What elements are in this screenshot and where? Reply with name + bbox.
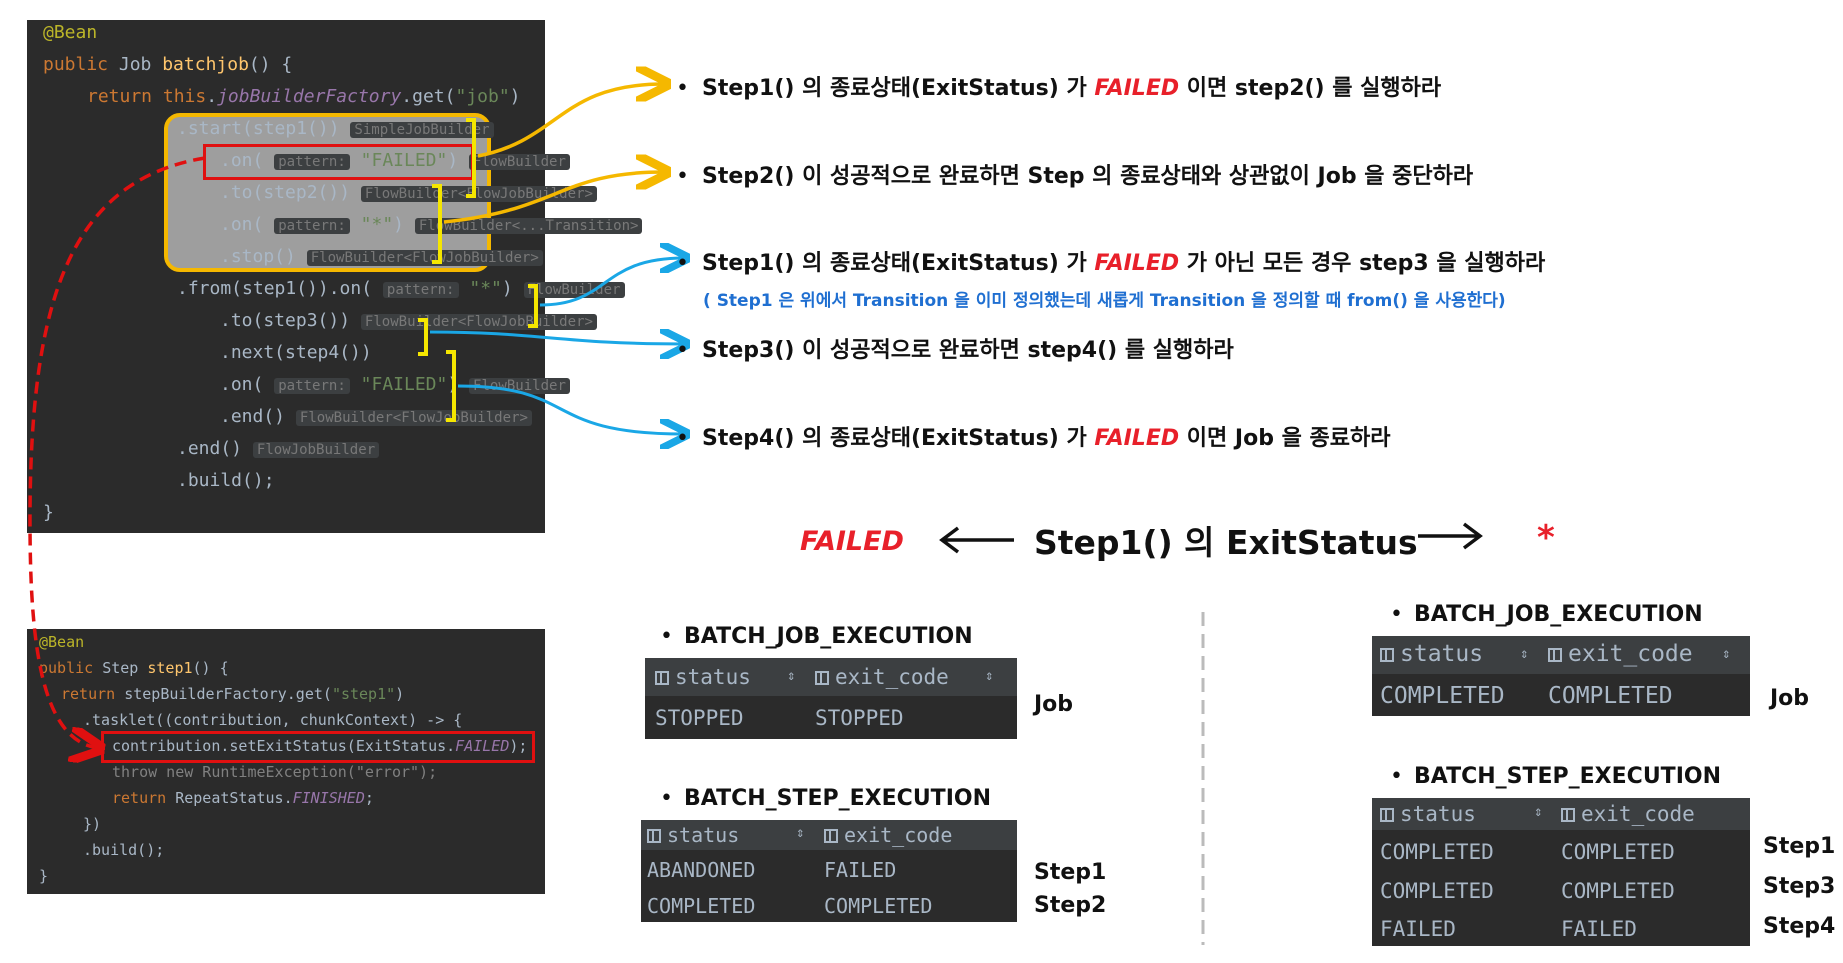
bullet-step2-stop: •Step2() 이 성공적으로 완료하면 Step 의 종료상태와 상관없이 …: [676, 164, 1474, 189]
sort-icon[interactable]: ⇕: [1534, 804, 1543, 820]
bullet-step1-failed: •Step1() 의 종료상태(ExitStatus) 가 FAILED 이면 …: [676, 76, 1442, 101]
table-row[interactable]: COMPLETED COMPLETED: [1380, 840, 1675, 864]
sort-icon[interactable]: ⇕: [1520, 646, 1529, 662]
table-row[interactable]: ABANDONED FAILED: [647, 858, 897, 882]
right-job-row-label: Job: [1770, 686, 1810, 711]
code-line: public Job batchjob() {: [43, 54, 293, 75]
table-row[interactable]: COMPLETED COMPLETED: [647, 894, 933, 918]
code-line: }: [43, 502, 54, 523]
failed-pattern-box: [203, 144, 474, 180]
right-job-execution-table: status ⇕ exit_code ⇕ COMPLETED COMPLETED: [1372, 636, 1750, 716]
sort-icon[interactable]: ⇕: [985, 668, 994, 684]
code-line: .on( pattern: "*") FlowBuilder<...Transi…: [220, 214, 643, 235]
code-line: .to(step2()) FlowBuilder<FlowJobBuilder>: [220, 182, 597, 203]
code-line: .from(step1()).on( pattern: "*") FlowBui…: [177, 278, 625, 299]
right-step-row-label-3: Step4: [1763, 914, 1836, 939]
transition-note: ( Step1 은 위에서 Transition 을 이미 정의했는데 새롭게 …: [703, 291, 1506, 311]
table-column-icon: [647, 829, 661, 843]
center-exit-status-label: Step1() 의 ExitStatus: [1034, 523, 1418, 562]
table-column-icon: [1548, 648, 1562, 662]
right-step-table-title: •BATCH_STEP_EXECUTION: [1390, 764, 1721, 789]
code-line: return this.jobBuilderFactory.get("job"): [87, 86, 521, 107]
sort-icon[interactable]: ⇕: [1722, 646, 1731, 662]
table-column-icon: [655, 671, 669, 685]
table-column-icon: [1561, 808, 1575, 822]
table-row[interactable]: STOPPED STOPPED: [655, 706, 904, 730]
left-job-table-title: •BATCH_JOB_EXECUTION: [660, 624, 973, 649]
center-star-label: *: [1537, 518, 1555, 558]
code-line: .next(step4()): [220, 342, 372, 363]
table-column-icon: [1380, 648, 1394, 662]
table-column-icon: [1380, 808, 1394, 822]
code-line: .end() FlowBuilder<FlowJobBuilder>: [220, 406, 532, 427]
right-step-row-label-1: Step1: [1763, 834, 1836, 859]
code-line: @Bean: [43, 22, 98, 43]
left-step-table-title: •BATCH_STEP_EXECUTION: [660, 786, 991, 811]
code-line: .end() FlowJobBuilder: [177, 438, 380, 459]
right-arrow: [1418, 522, 1483, 550]
left-step-row-label-2: Step2: [1034, 893, 1107, 918]
code-line: .build();: [177, 470, 275, 491]
left-job-row-label: Job: [1034, 692, 1074, 717]
table-column-icon: [815, 671, 829, 685]
step-code-editor: @Bean public Step step1() { return stepB…: [27, 629, 545, 894]
table-row[interactable]: FAILED FAILED: [1380, 917, 1637, 941]
bullet-step1-other: •Step1() 의 종료상태(ExitStatus) 가 FAILED 가 아…: [676, 251, 1546, 276]
right-job-table-title: •BATCH_JOB_EXECUTION: [1390, 602, 1703, 627]
bullet-step3-next: •Step3() 이 성공적으로 완료하면 step4() 를 실행하라: [676, 338, 1234, 363]
code-line: .to(step3()) FlowBuilder<FlowJobBuilder>: [220, 310, 597, 331]
sort-icon[interactable]: ⇕: [796, 825, 805, 841]
table-row[interactable]: COMPLETED COMPLETED: [1380, 683, 1673, 709]
sort-icon[interactable]: ⇕: [787, 668, 796, 684]
left-arrow: [939, 526, 1014, 554]
code-line: .stop() FlowBuilder<FlowJobBuilder>: [220, 246, 543, 267]
right-step-execution-table: status ⇕ exit_code COMPLETED COMPLETED C…: [1372, 798, 1750, 946]
table-row[interactable]: COMPLETED COMPLETED: [1380, 879, 1675, 903]
set-exit-status-box: [101, 731, 535, 763]
left-step-row-label-1: Step1: [1034, 860, 1107, 885]
right-step-row-label-2: Step3: [1763, 874, 1836, 899]
job-code-editor: @Bean public Job batchjob() { return thi…: [27, 20, 643, 533]
code-line: .on( pattern: "FAILED") FlowBuilder: [220, 374, 570, 395]
bullet-step4-failed: •Step4() 의 종료상태(ExitStatus) 가 FAILED 이면 …: [676, 426, 1391, 451]
code-line: .start(step1()) SimpleJobBuilder: [177, 118, 494, 139]
table-column-icon: [824, 829, 838, 843]
code-line: .on( pattern: "FAILED") FlowBuilder: [220, 150, 570, 171]
center-failed-label: FAILED: [800, 526, 904, 557]
left-job-execution-table: status ⇕ exit_code ⇕ STOPPED STOPPED: [645, 658, 1017, 739]
left-step-execution-table: status ⇕ exit_code ABANDONED FAILED COMP…: [641, 820, 1017, 922]
